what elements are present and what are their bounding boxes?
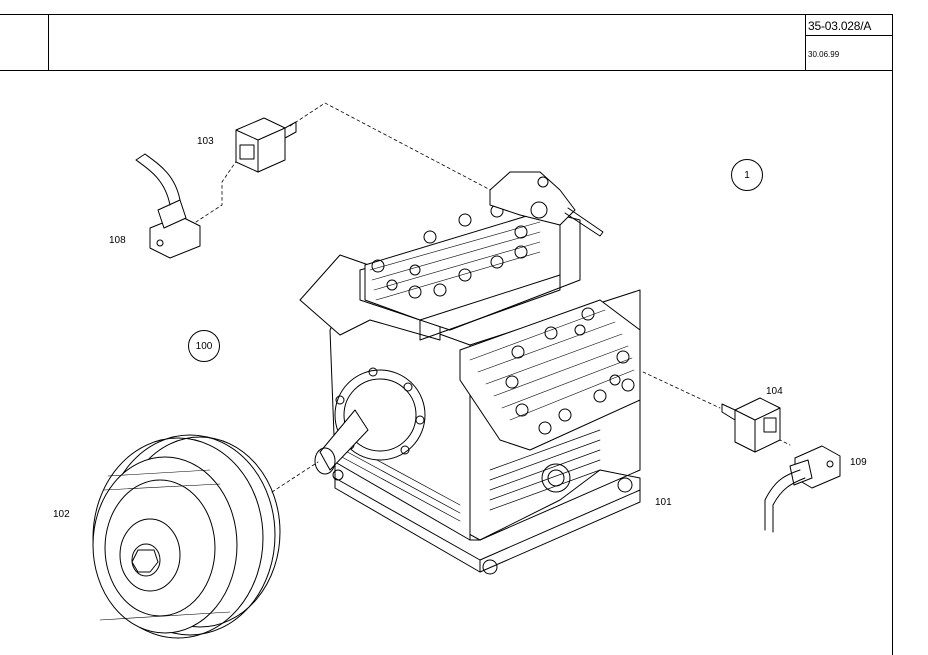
part-label-109: 109: [850, 457, 867, 468]
document-number: 35-03.028/A: [808, 19, 872, 33]
frame-right-border: [892, 14, 893, 655]
part-label-102: 102: [53, 509, 70, 520]
frame-col-divider-1: [48, 14, 49, 71]
part-label-108: 108: [109, 235, 126, 246]
part-label-101: 101: [655, 497, 672, 508]
part-label-104: 104: [766, 386, 783, 397]
compressor-body: [299, 171, 641, 575]
frame-docnum-divider: [805, 35, 893, 36]
frame-header-bottom: [0, 70, 893, 71]
frame-top-border: [0, 14, 893, 15]
balloon-100: 100: [188, 330, 220, 362]
balloon-1: 1: [731, 159, 763, 191]
document-date: 30.06.99: [808, 50, 840, 59]
part-label-103: 103: [197, 136, 214, 147]
part-104-connector: [721, 397, 781, 453]
part-109-fitting: [764, 445, 841, 533]
side-head-bolts: [505, 307, 635, 435]
frame-col-divider-2: [805, 14, 806, 71]
clutch-pulley: [92, 434, 281, 639]
part-108-fitting: [135, 153, 201, 259]
part-103-connector: [235, 117, 297, 173]
